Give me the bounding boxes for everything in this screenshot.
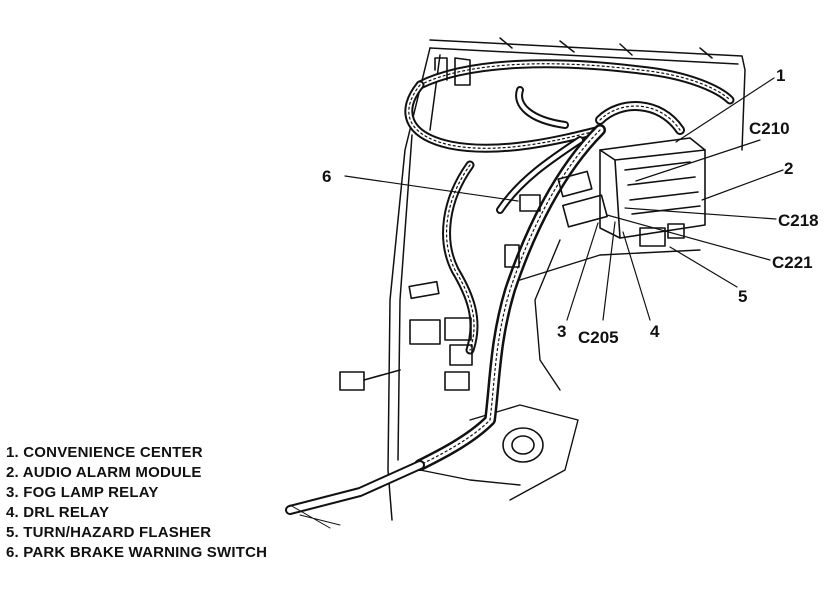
callout-4: 4 — [650, 322, 660, 341]
callout-c205: C205 — [578, 328, 619, 347]
leader-lines — [344, 77, 784, 321]
callout-1: 1 — [776, 66, 785, 85]
legend-item: 4. DRL RELAY — [6, 504, 110, 521]
callout-5: 5 — [738, 287, 747, 306]
legend-item: 3. FOG LAMP RELAY — [6, 484, 159, 501]
floor-plug — [502, 427, 544, 463]
callout-6: 6 — [322, 167, 331, 186]
callout-c221: C221 — [772, 253, 813, 272]
callout-labels: 1 C210 2 6 C218 C221 5 3 C205 4 — [322, 66, 819, 347]
kick-panel-outline — [419, 239, 701, 501]
top-clip — [434, 57, 471, 86]
legend-item: 2. AUDIO ALARM MODULE — [6, 464, 202, 481]
dashboard-outline — [387, 37, 746, 521]
legend-item: 5. TURN/HAZARD FLASHER — [6, 524, 212, 541]
callout-c210: C210 — [749, 119, 790, 138]
wiring-harness — [285, 59, 735, 529]
harness-connectors — [339, 170, 608, 391]
legend-item: 6. PARK BRAKE WARNING SWITCH — [6, 544, 268, 561]
callout-3: 3 — [557, 322, 566, 341]
component-legend: 1. CONVENIENCE CENTER 2. AUDIO ALARM MOD… — [6, 443, 267, 563]
callout-c218: C218 — [778, 211, 819, 230]
legend-item: 1. CONVENIENCE CENTER — [6, 444, 203, 461]
callout-2: 2 — [784, 159, 793, 178]
convenience-center — [599, 137, 706, 247]
